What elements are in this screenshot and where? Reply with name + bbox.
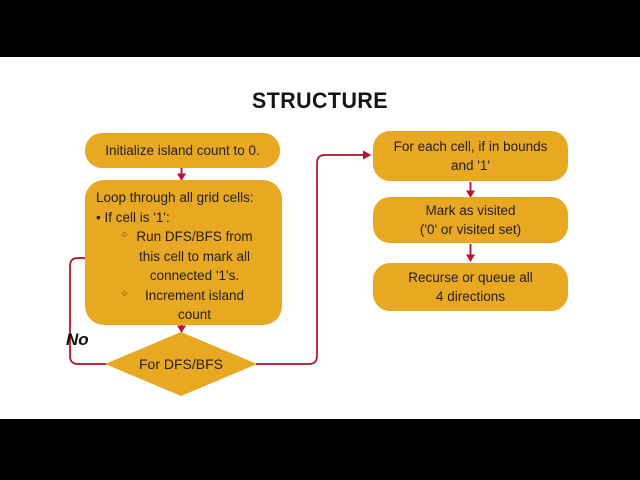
bottom-letterbox-bar xyxy=(0,419,640,480)
loop-subitem-line: Increment island xyxy=(144,287,245,303)
bounds-check-node: For each cell, if in bounds and '1' xyxy=(373,131,568,181)
loop-subitem-dfs: ○ Run DFS/BFS from this cell to mark all… xyxy=(85,227,282,286)
bounds-check-line: and '1' xyxy=(451,158,490,173)
loop-node-line: Loop through all grid cells: xyxy=(96,190,254,205)
hollow-bullet-icon: ○ xyxy=(122,229,128,239)
loop-subitem-line: Run DFS/BFS from xyxy=(136,229,253,244)
loop-subitem-increment: ○ Increment island count xyxy=(85,286,282,325)
decision-node-label: For DFS/BFS xyxy=(138,356,223,372)
mark-visited-line: Mark as visited xyxy=(425,202,516,218)
loop-grid-node: Loop through all grid cells: • If cell i… xyxy=(85,180,282,325)
recurse-node: Recurse or queue all 4 directions xyxy=(373,263,568,311)
loop-node-bullet-line: • If cell is '1': xyxy=(96,209,170,225)
mark-visited-node: Mark as visited ('0' or visited set) xyxy=(373,197,568,243)
down-arrowhead-icon xyxy=(466,254,475,262)
init-count-node: Initialize island count to 0. xyxy=(85,133,280,168)
bounds-check-line: For each cell, if in bounds xyxy=(393,138,548,154)
recurse-line: 4 directions xyxy=(435,289,506,304)
loop-subitem-line: connected '1's. xyxy=(149,268,240,283)
init-count-label: Initialize island count to 0. xyxy=(105,142,260,158)
loop-subitem-line: count xyxy=(177,307,212,322)
page-title: STRUCTURE xyxy=(252,88,388,113)
no-branch-label: No xyxy=(66,330,89,349)
loop-subitem-line: this cell to mark all xyxy=(138,248,251,264)
mark-visited-line: ('0' or visited set) xyxy=(419,222,522,237)
top-letterbox-bar xyxy=(0,0,640,57)
right-arrowhead-icon xyxy=(363,150,372,160)
recurse-line: Recurse or queue all xyxy=(408,269,533,285)
hollow-bullet-icon: ○ xyxy=(122,287,128,298)
